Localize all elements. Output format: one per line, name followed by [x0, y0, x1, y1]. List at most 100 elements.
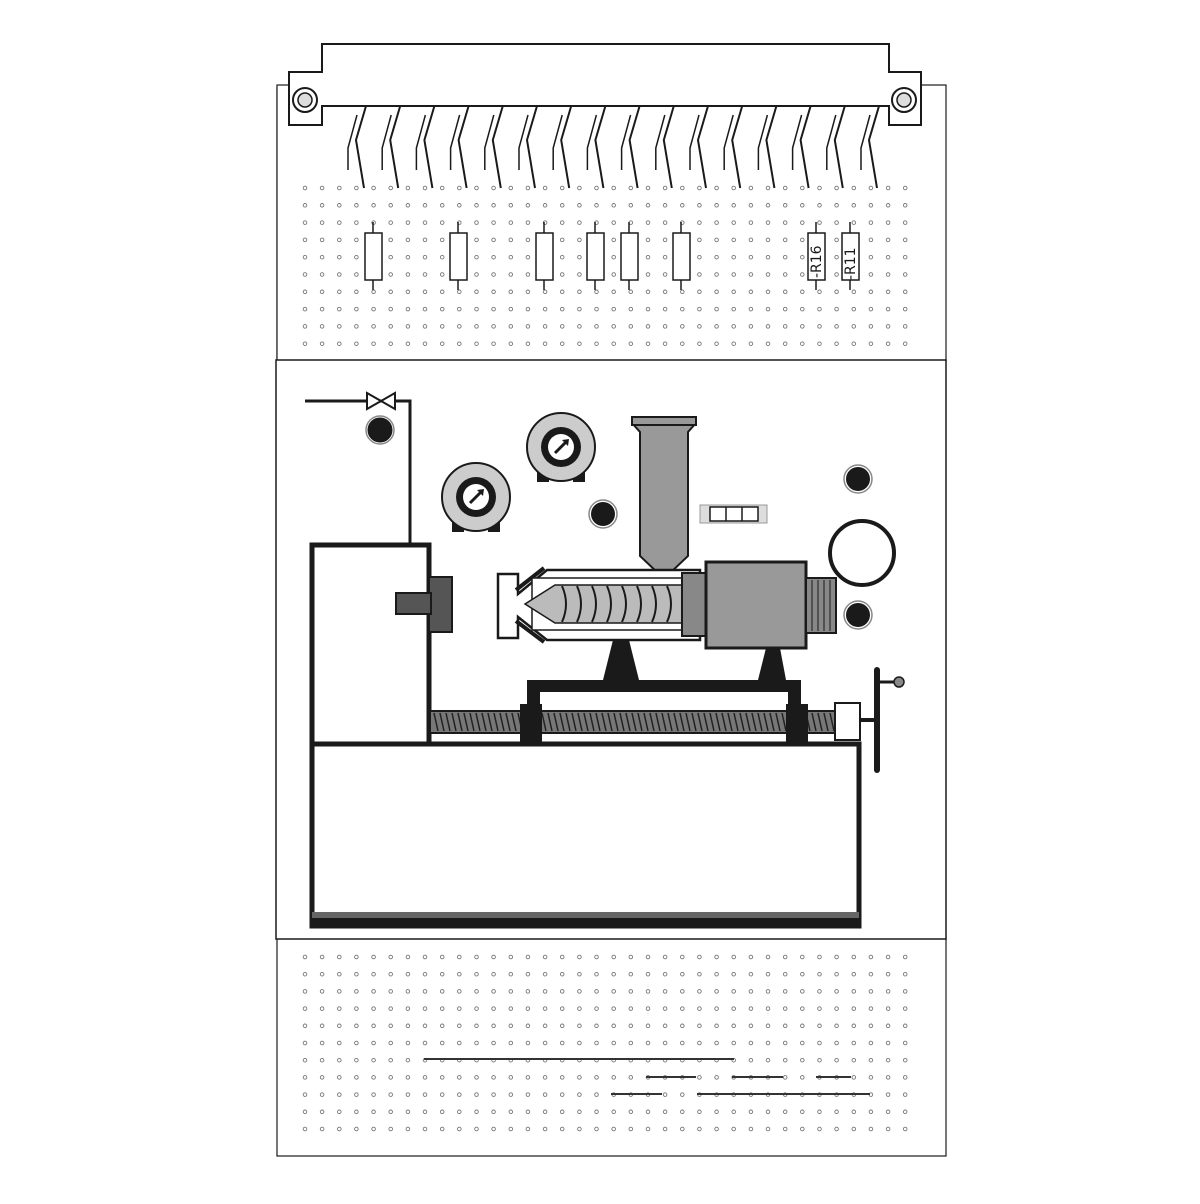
- pcb-hole: [868, 289, 874, 295]
- pcb-hole: [302, 1075, 308, 1080]
- pcb-hole: [714, 1006, 719, 1011]
- pcb-hole: [662, 254, 668, 260]
- pcb-hole: [337, 1023, 342, 1029]
- pcb-hole: [611, 289, 616, 295]
- pcb-hole: [817, 289, 822, 295]
- pcb-hole: [302, 1092, 308, 1097]
- pcb-hole: [748, 1126, 754, 1132]
- pcb-hole: [337, 954, 342, 960]
- pcb-hole: [302, 237, 308, 243]
- pcb-hole: [834, 272, 839, 277]
- pcb-hole: [680, 341, 685, 346]
- pcb-hole: [457, 1075, 462, 1080]
- pcb-hole: [319, 989, 325, 994]
- pcb-hole: [800, 1040, 805, 1046]
- thread: [829, 712, 835, 732]
- pcb-hole: [800, 185, 805, 191]
- pcb-hole: [457, 185, 462, 191]
- pcb-hole: [611, 220, 616, 225]
- pcb-hole: [748, 185, 754, 191]
- pcb-hole: [508, 237, 514, 243]
- pcb-hole: [388, 272, 393, 277]
- pcb-hole: [697, 306, 702, 312]
- thread: [595, 712, 601, 732]
- resistor-r11: -R11: [841, 222, 860, 290]
- pcb-hole: [474, 1126, 479, 1132]
- pcb-hole: [902, 1006, 908, 1011]
- thread: [751, 712, 757, 732]
- pcb-hole: [508, 989, 514, 994]
- pcb-hole: [800, 1109, 805, 1115]
- pcb-hole: [800, 1126, 805, 1132]
- pcb-hole: [628, 1023, 634, 1029]
- thread: [559, 712, 565, 732]
- pcb-hole: [371, 1092, 376, 1097]
- pcb-hole: [491, 324, 496, 329]
- pcb-hole: [302, 1023, 308, 1029]
- pcb-hole: [680, 306, 685, 312]
- pcb-hole: [662, 203, 668, 208]
- pcb-hole: [748, 324, 754, 329]
- thread: [817, 712, 823, 732]
- motor: [681, 560, 837, 650]
- pcb-hole: [594, 1092, 599, 1097]
- r11-label: -R11: [843, 247, 859, 280]
- pcb-hole: [782, 203, 788, 208]
- pcb-hole: [645, 237, 651, 243]
- pcb-hole: [765, 254, 771, 260]
- pcb-hole: [782, 954, 788, 960]
- pcb-hole: [851, 971, 857, 977]
- pcb-hole: [645, 989, 651, 994]
- thread: [763, 712, 769, 732]
- mounting-screw-right: [891, 87, 917, 113]
- pcb-hole: [765, 954, 771, 960]
- pcb-hole: [302, 954, 308, 960]
- pcb-hole: [662, 1040, 668, 1046]
- pcb-hole: [834, 203, 839, 208]
- pcb-hole: [731, 289, 736, 295]
- pcb-hole: [388, 989, 393, 994]
- pcb-hole: [491, 220, 496, 225]
- pcb-hole: [885, 971, 891, 977]
- pcb-hole: [697, 989, 702, 994]
- pcb-hole: [422, 1006, 428, 1011]
- thread: [451, 712, 457, 732]
- pcb-hole: [697, 254, 702, 260]
- screw-flight: [591, 585, 597, 623]
- pcb-hole: [765, 1109, 771, 1115]
- pcb-hole: [697, 1006, 702, 1011]
- pcb-hole: [800, 220, 805, 225]
- pcb-hole: [800, 1057, 805, 1063]
- pcb-hole: [714, 254, 719, 260]
- pcb-hole: [319, 1057, 325, 1063]
- pcb-hole: [542, 203, 548, 208]
- thread: [727, 712, 733, 732]
- pcb-hole: [508, 1126, 514, 1132]
- pcb-hole: [697, 1023, 702, 1029]
- pcb-hole: [542, 341, 548, 346]
- pcb-hole: [559, 1109, 565, 1115]
- pcb-hole: [577, 971, 582, 977]
- pcb-hole: [817, 341, 822, 346]
- pcb-hole: [559, 185, 565, 191]
- pcb-hole: [474, 306, 479, 312]
- pcb-hole: [731, 324, 736, 329]
- pcb-hole: [885, 1023, 891, 1029]
- wire-bridges: [424, 1058, 870, 1095]
- pcb-hole: [680, 989, 685, 994]
- pcb-hole: [577, 1006, 582, 1011]
- pcb-hole: [868, 989, 874, 994]
- pcb-hole: [337, 1006, 342, 1011]
- connector-pin: [799, 105, 812, 189]
- pcb-hole: [525, 254, 531, 260]
- pcb-hole: [577, 203, 582, 208]
- pcb-hole: [525, 341, 531, 346]
- pcb-hole: [662, 1092, 668, 1097]
- pcb-hole: [851, 203, 857, 208]
- pcb-hole: [491, 306, 496, 312]
- pcb-hole: [337, 272, 342, 277]
- pcb-hole: [611, 1006, 616, 1011]
- connector-pin: [457, 105, 470, 189]
- pcb-hole: [731, 1023, 736, 1029]
- connector-pin-lead: [689, 114, 700, 170]
